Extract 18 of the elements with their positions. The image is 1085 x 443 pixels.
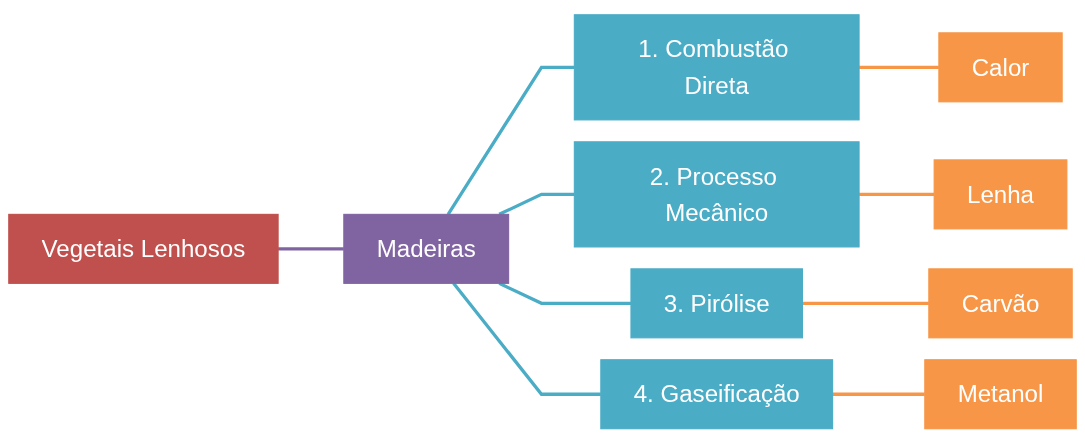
node-box: Metanol <box>924 358 1077 430</box>
node-box: 3. Pirólise <box>630 268 803 339</box>
node-box: 4. Gaseificação <box>600 358 834 430</box>
node-box: 1. Combustão Direta <box>573 13 860 121</box>
connector <box>859 192 935 196</box>
connector <box>446 65 575 215</box>
connector <box>498 192 575 216</box>
node-box: Calor <box>938 32 1063 103</box>
node-box: 2. Processo Mecânico <box>573 141 860 248</box>
node-box: Vegetais Lenhosos <box>8 213 279 284</box>
node-box: Lenha <box>933 159 1068 230</box>
node-box: Madeiras <box>343 213 510 284</box>
connector <box>802 301 929 305</box>
connector <box>859 65 939 69</box>
connector <box>832 392 925 396</box>
connector <box>278 246 344 251</box>
connector <box>452 282 601 396</box>
node-box: Carvão <box>928 268 1073 339</box>
